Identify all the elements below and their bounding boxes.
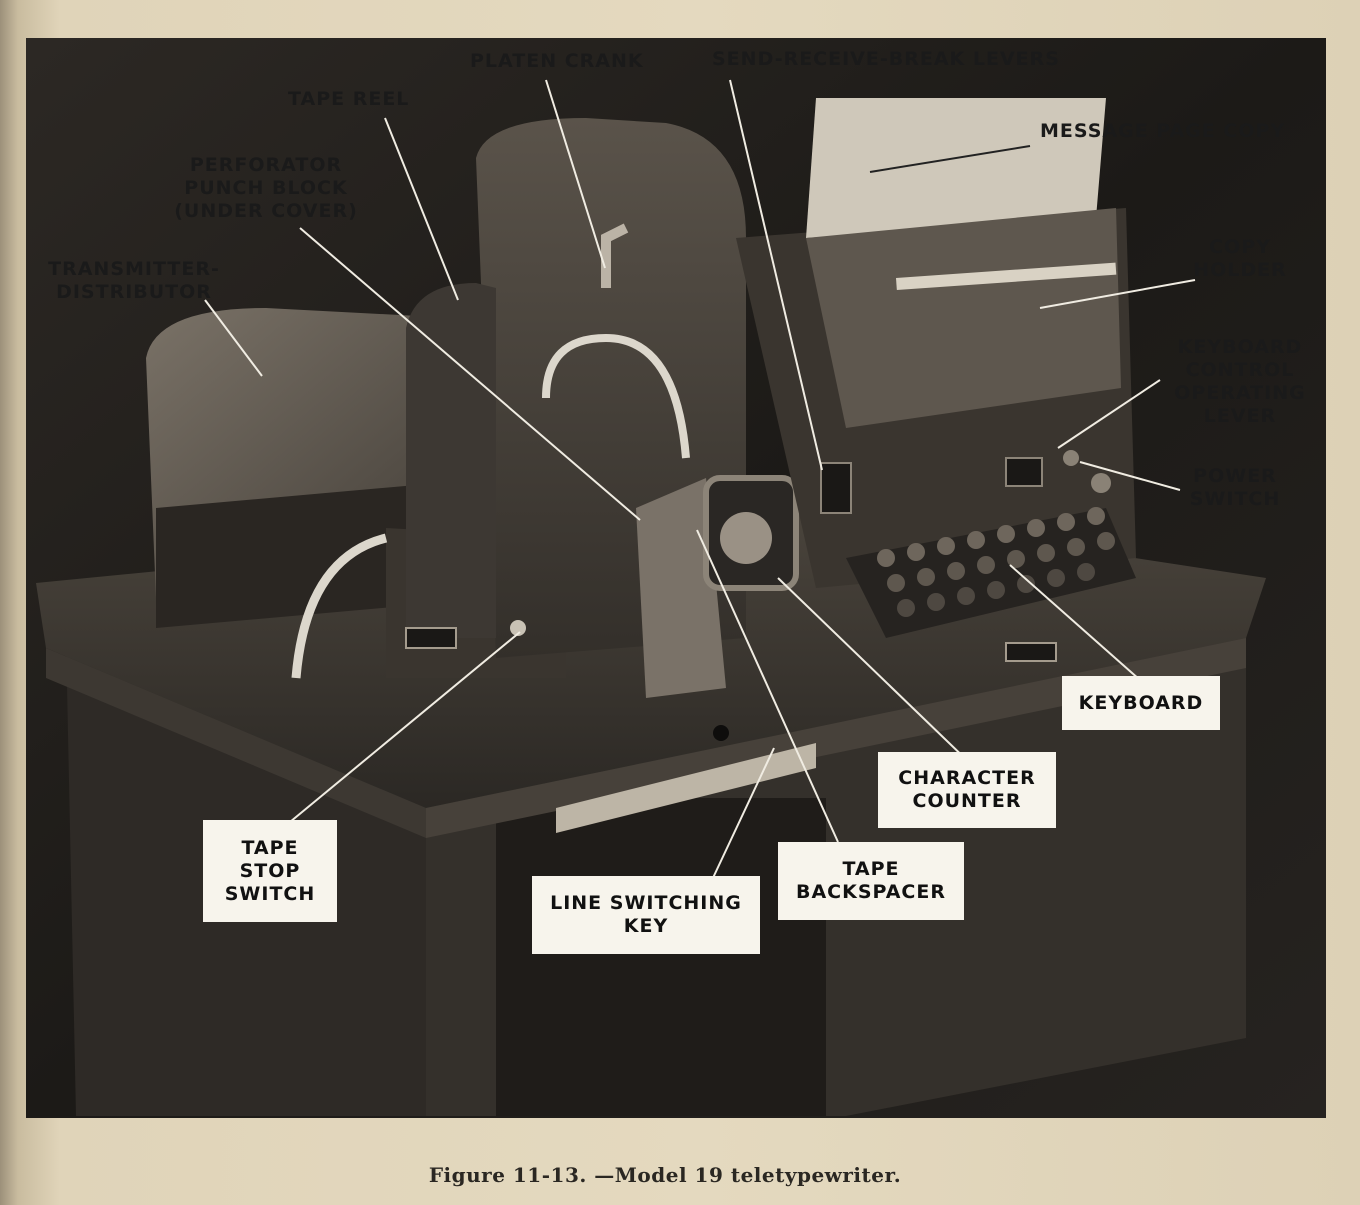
callout-power-switch-line1: POWER [1193,465,1277,487]
callout-keyboard-text: KEYBOARD [1078,691,1204,714]
callout-tape-backspacer-line1: TAPE [842,858,900,880]
leader-transmitter [204,299,263,377]
leader-tape-backspacer [696,529,839,843]
callout-tape-backspacer: TAPE BACKSPACER [778,842,964,920]
desk-nameplate [1005,642,1057,662]
leader-keyboard [1009,564,1141,681]
character-counter-dial [720,512,772,564]
callout-copy-holder-line1: COPY [1209,236,1271,258]
tape-reel-loop [542,333,690,459]
leader-line-switching [711,747,775,881]
send-receive-break-plate [820,462,852,514]
tape-reel-housing [406,283,496,638]
copy-holder-panel [806,208,1121,428]
callout-kb-control-line1: KEYBOARD [1177,336,1303,358]
callout-tape-stop-line3: SWITCH [224,882,316,905]
callout-tape-reel: TAPE REEL [288,88,410,110]
copy-holder-bar [895,262,1117,290]
callout-keyboard: KEYBOARD [1062,676,1220,730]
callout-tape-backspacer-line2: BACKSPACER [796,881,946,903]
leader-copy-holder [1039,279,1196,309]
leader-send-receive [729,79,823,471]
teletypewriter-illustration [26,38,1326,1118]
callout-transmitter-distributor: TRANSMITTER- DISTRIBUTOR [44,258,224,304]
callout-line-switching-line1: LINE SWITCHING [550,892,742,914]
desk-knee-space [496,798,826,1116]
figure-caption: Figure 11-13. —Model 19 teletypewriter. [428,1163,902,1187]
callout-keyboard-control-operating-lever: KEYBOARD CONTROL OPERATING LEVER [1160,336,1320,428]
desk-top-edge [46,648,426,838]
leader-power-switch [1079,461,1181,491]
keyboard-base [846,508,1136,638]
power-switch-knob [1091,473,1111,493]
callout-send-receive-break-levers: SEND-RECEIVE-BREAK LEVERS [712,48,1060,70]
desk-top-front-edge [426,638,1246,838]
leader-perforator [299,227,641,521]
callout-tape-stop-switch: TAPE STOP SWITCH [203,820,337,922]
leader-keyboard-control [1057,379,1161,449]
leader-character-counter [777,577,976,769]
tape-stop-switch-knob [510,620,526,636]
callout-power-switch-line2: SWITCH [1189,488,1281,510]
message-paper [806,98,1106,238]
keyboard-control-lever [1063,450,1079,466]
td-nameplate [405,627,457,649]
callout-line-switching-line2: KEY [623,915,669,937]
callout-transmitter-line1: TRANSMITTER- [48,258,220,280]
callout-char-counter-line2: COUNTER [912,790,1022,812]
callout-copy-holder-line2: HOLDER [1193,259,1287,281]
paper-tape-loop-left [291,533,388,679]
leader-tape-reel [384,117,459,301]
leader-platen-crank [545,79,606,269]
callout-perforator-punch-block: PERFORATOR PUNCH BLOCK (UNDER COVER) [166,154,366,223]
callout-platen-crank: PLATEN CRANK [470,50,644,72]
callout-transmitter-line2: DISTRIBUTOR [56,281,212,303]
callout-char-counter-line1: CHARACTER [898,767,1036,789]
callout-kb-control-line4: LEVER [1203,405,1277,427]
callout-copy-holder: COPY HOLDER [1185,236,1295,282]
drawer-slide [556,743,816,833]
callout-perforator-line3: (UNDER COVER) [174,200,358,222]
callout-tape-stop-line2: STOP [239,859,301,882]
callout-kb-control-line2: CONTROL [1185,359,1295,381]
platen-crank-handle [601,223,629,288]
leader-tape-stop [289,631,521,823]
callout-power-switch: POWER SWITCH [1180,465,1290,511]
callout-kb-control-line3: OPERATING [1174,382,1306,404]
keyboard-control-plate [1005,457,1043,487]
callout-line-switching-key: LINE SWITCHING KEY [532,876,760,954]
teletypewriter-photo [26,38,1326,1118]
callout-perforator-line2: PUNCH BLOCK [184,177,348,199]
callout-tape-stop-line1: TAPE [241,836,299,859]
keyboard-keys [877,507,1115,617]
callout-message-page-copy: MESSAGE PAGE COPY [1040,120,1286,142]
leader-message-page [869,145,1031,173]
callout-perforator-line1: PERFORATOR [189,154,343,176]
line-switching-key [713,725,729,741]
callout-character-counter: CHARACTER COUNTER [878,752,1056,828]
